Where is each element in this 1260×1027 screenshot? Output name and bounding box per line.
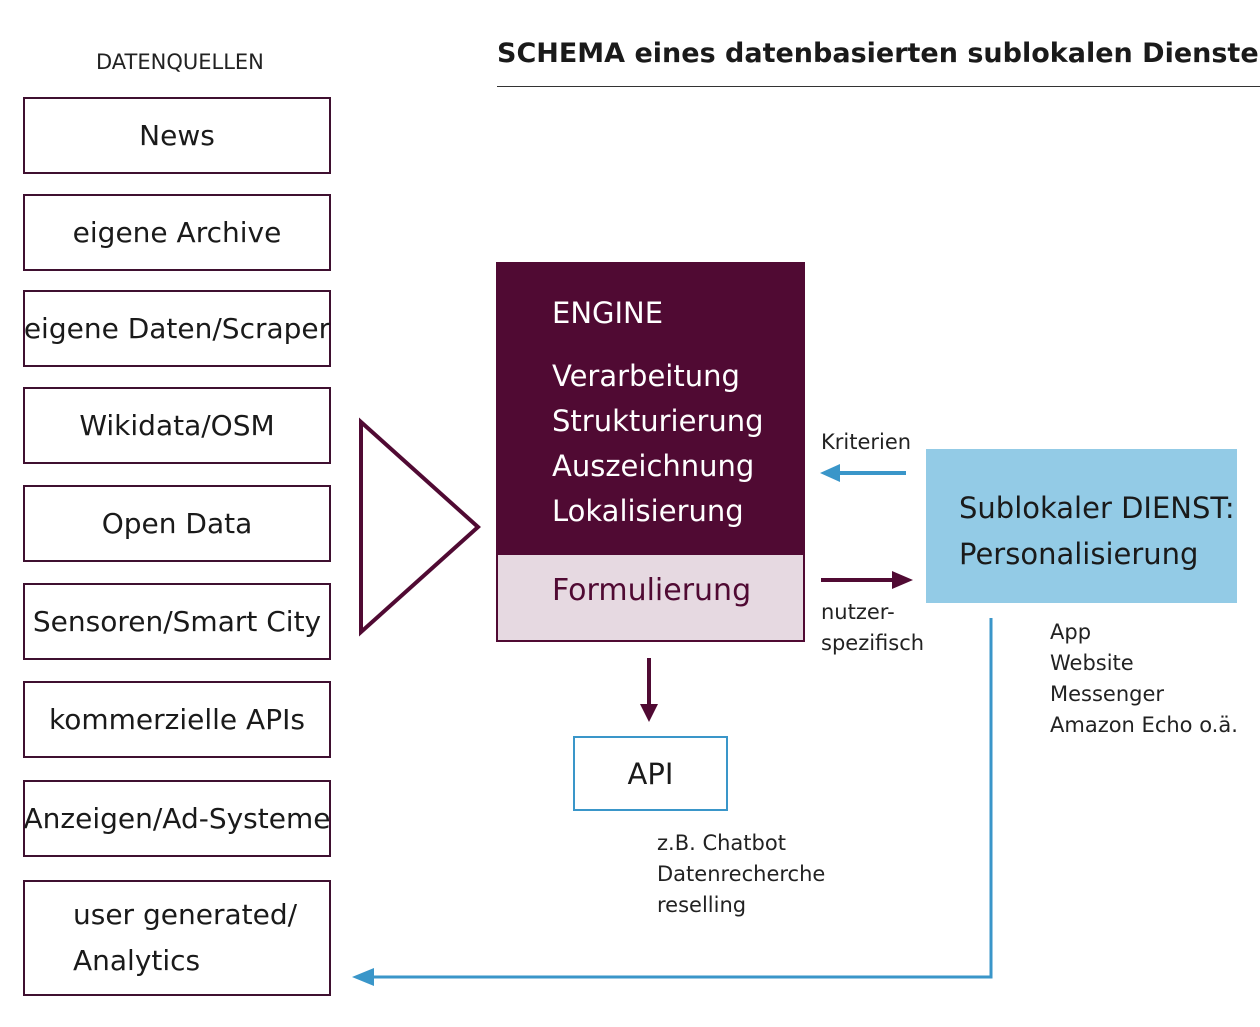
diagram-title: SCHEMA eines datenbasierten sublokalen D…: [497, 38, 1260, 69]
user-specific-line1: nutzer-: [821, 600, 895, 624]
user-specific-line2: spezifisch: [821, 631, 925, 655]
source-news: News: [23, 97, 331, 174]
title-underline: [497, 86, 1260, 87]
engine-steps-list: Verarbeitung Strukturierung Auszeichnung…: [552, 354, 764, 534]
source-anzeigen-ad-systeme: Anzeigen/Ad-Systeme: [23, 780, 331, 857]
source-sensoren-smart-city: Sensoren/Smart City: [23, 583, 331, 660]
source-user-generated-analytics: user generated/ Analytics: [23, 880, 331, 996]
service-box: Sublokaler DIENST: Personalisierung: [926, 449, 1237, 603]
engine-step: Verarbeitung: [552, 359, 740, 393]
criteria-label: Kriterien: [821, 430, 912, 454]
channel-item: Website: [1050, 651, 1134, 675]
source-kommerzielle-apis: kommerzielle APIs: [23, 681, 331, 758]
engine-step: Lokalisierung: [552, 494, 744, 528]
source-eigene-archive: eigene Archive: [23, 194, 331, 271]
engine-box: ENGINE Verarbeitung Strukturierung Ausze…: [496, 262, 805, 642]
feedback-loop-arrowhead: [352, 968, 374, 986]
api-use-item: Datenrecherche: [657, 862, 826, 886]
api-uses-list: z.B. Chatbot Datenrecherche reselling: [657, 828, 825, 921]
user-specific-arrowhead: [892, 571, 913, 589]
user-specific-label: nutzer- spezifisch: [821, 597, 924, 659]
sources-heading: DATENQUELLEN: [96, 50, 264, 74]
criteria-arrowhead: [820, 464, 840, 482]
engine-formulation: Formulierung: [552, 573, 752, 608]
api-use-item: z.B. Chatbot: [657, 831, 786, 855]
funnel-triangle-arrow: [359, 417, 481, 637]
channel-item: Messenger: [1050, 682, 1165, 706]
engine-step: Auszeichnung: [552, 449, 755, 483]
source-wikidata-osm: Wikidata/OSM: [23, 387, 331, 464]
source-user-generated-line1: user generated/: [73, 898, 298, 931]
service-subtitle: Personalisierung: [959, 537, 1199, 571]
engine-formulation-section: Formulierung: [498, 555, 803, 640]
channel-list: App Website Messenger Amazon Echo o.ä.: [1050, 617, 1238, 741]
engine-title: ENGINE: [552, 296, 664, 330]
source-user-generated-line2: Analytics: [73, 944, 201, 977]
feedback-loop-line: [372, 618, 993, 979]
engine-processing-section: ENGINE Verarbeitung Strukturierung Ausze…: [498, 264, 803, 555]
source-eigene-daten-scraper: eigene Daten/Scraper: [23, 290, 331, 367]
source-open-data: Open Data: [23, 485, 331, 562]
api-box: API: [573, 736, 728, 811]
engine-step: Strukturierung: [552, 404, 764, 438]
service-title: Sublokaler DIENST:: [959, 491, 1235, 525]
channel-item: App: [1050, 620, 1092, 644]
api-use-item: reselling: [657, 893, 747, 917]
channel-item: Amazon Echo o.ä.: [1050, 713, 1238, 737]
engine-to-api-arrowhead: [640, 704, 658, 722]
